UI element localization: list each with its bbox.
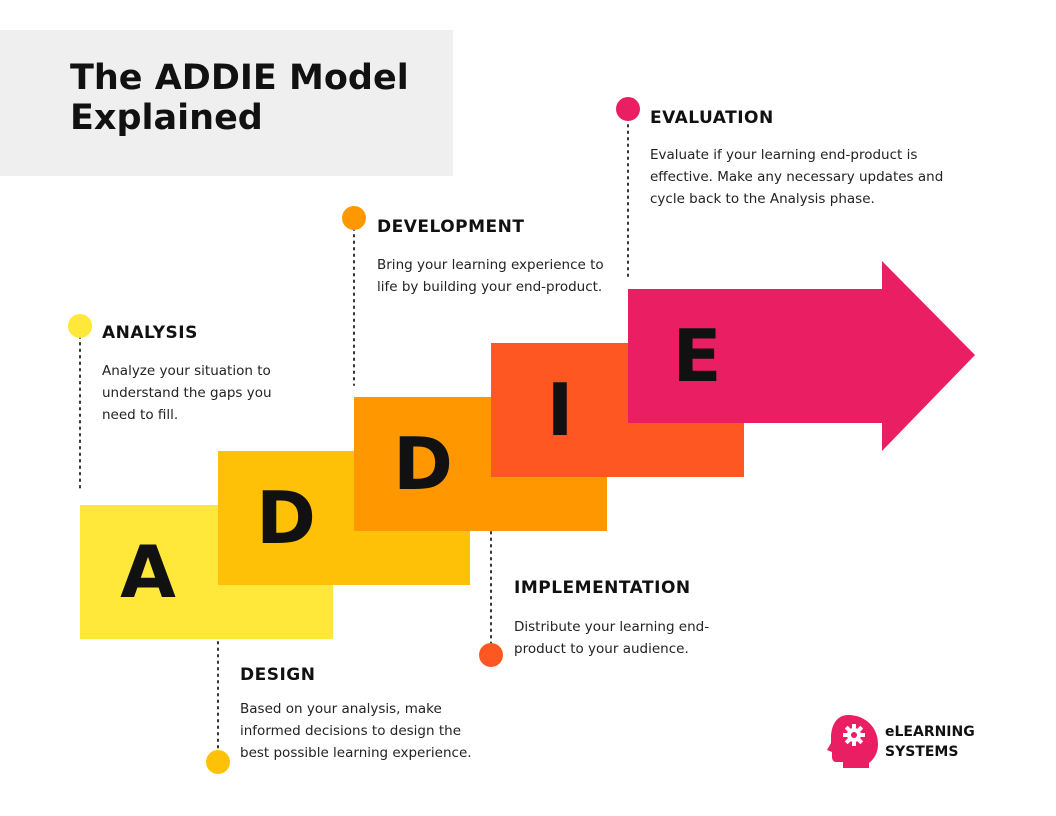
design-description: Based on your analysis, make informed de… [240,701,472,761]
implementation-description: Distribute your learning end-product to … [514,619,710,657]
evaluation-arrowhead [882,261,975,451]
analysis-dot [68,314,92,338]
analysis-description: Analyze your situation to understand the… [102,363,272,423]
page-title: The ADDIE Model Explained [70,58,409,138]
brand-name: eLEARNING SYSTEMS [885,724,975,760]
design-dot [206,750,230,774]
title-banner [0,30,453,176]
design-title: DESIGN [240,665,316,685]
analysis-letter: A [120,530,176,614]
development-dot [342,206,366,230]
development-description: Bring your learning experience to life b… [377,257,604,295]
implementation-title: IMPLEMENTATION [514,578,691,598]
evaluation-dot [616,97,640,121]
evaluation-title: EVALUATION [650,108,774,128]
analysis-title: ANALYSIS [102,323,198,343]
development-letter: D [393,422,453,506]
implementation-dot [479,643,503,667]
implementation-letter: I [547,368,574,452]
development-title: DEVELOPMENT [377,217,525,237]
evaluation-description: Evaluate if your learning end-product is… [650,147,944,207]
evaluation-letter: E [672,314,721,398]
design-letter: D [256,476,316,560]
evaluation-block [628,289,883,423]
